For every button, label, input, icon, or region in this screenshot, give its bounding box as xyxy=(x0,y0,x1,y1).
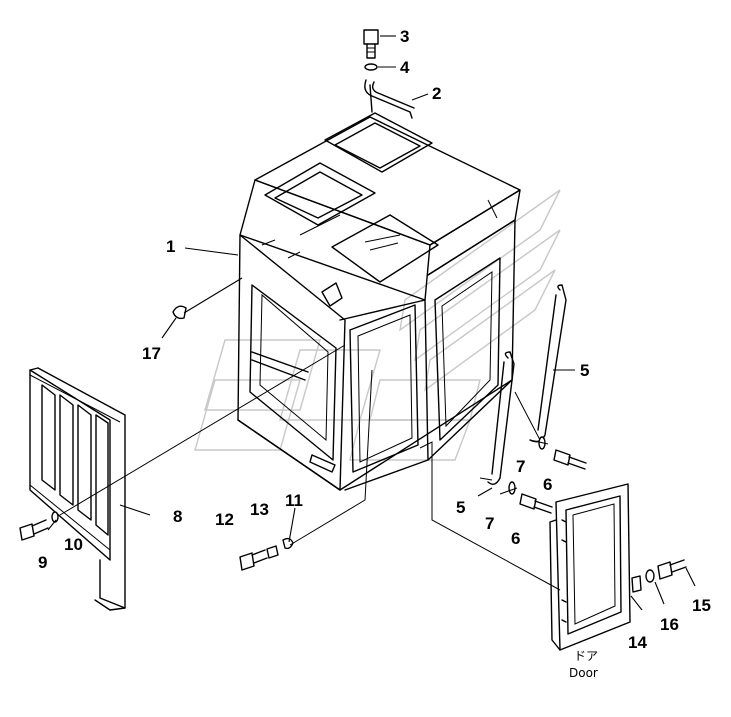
door-label-jp: ドア xyxy=(574,649,598,663)
callout-6-upper: 6 xyxy=(543,475,552,494)
door-label-en: Door xyxy=(569,666,598,680)
callout-5-upper: 5 xyxy=(580,361,589,380)
door-caption: ドア Door xyxy=(569,649,598,680)
watermark xyxy=(194,189,561,461)
callout-7-upper: 7 xyxy=(516,457,525,476)
right-fasteners xyxy=(508,436,587,514)
callout-13: 13 xyxy=(250,500,269,519)
roof-handle xyxy=(364,79,415,119)
side-grille xyxy=(29,367,126,611)
callout-7-lower: 7 xyxy=(485,514,494,533)
plug xyxy=(172,305,187,320)
callout-14: 14 xyxy=(628,633,647,652)
top-bolt xyxy=(363,29,379,71)
callout-8: 8 xyxy=(173,507,182,526)
callout-3: 3 xyxy=(400,27,409,46)
bottom-fasteners xyxy=(239,537,294,571)
callout-12: 12 xyxy=(215,510,234,529)
callout-6-lower: 6 xyxy=(511,529,520,548)
cab-body xyxy=(237,112,521,491)
door-fasteners xyxy=(631,559,687,593)
callout-2: 2 xyxy=(432,84,441,103)
callout-5-lower: 5 xyxy=(456,498,465,517)
callout-17: 17 xyxy=(142,344,161,363)
callout-16: 16 xyxy=(660,615,679,634)
door-panel xyxy=(549,483,631,651)
callout-10: 10 xyxy=(64,535,83,554)
callout-11: 11 xyxy=(285,491,303,510)
callout-1: 1 xyxy=(166,237,175,256)
callout-15: 15 xyxy=(692,596,711,615)
leader-lines xyxy=(47,35,696,611)
left-fasteners xyxy=(19,511,59,541)
callout-4: 4 xyxy=(400,58,410,77)
callout-labels: 3 4 2 1 17 5 7 6 5 7 6 8 9 10 12 13 11 1… xyxy=(38,27,711,652)
callout-9: 9 xyxy=(38,553,47,572)
